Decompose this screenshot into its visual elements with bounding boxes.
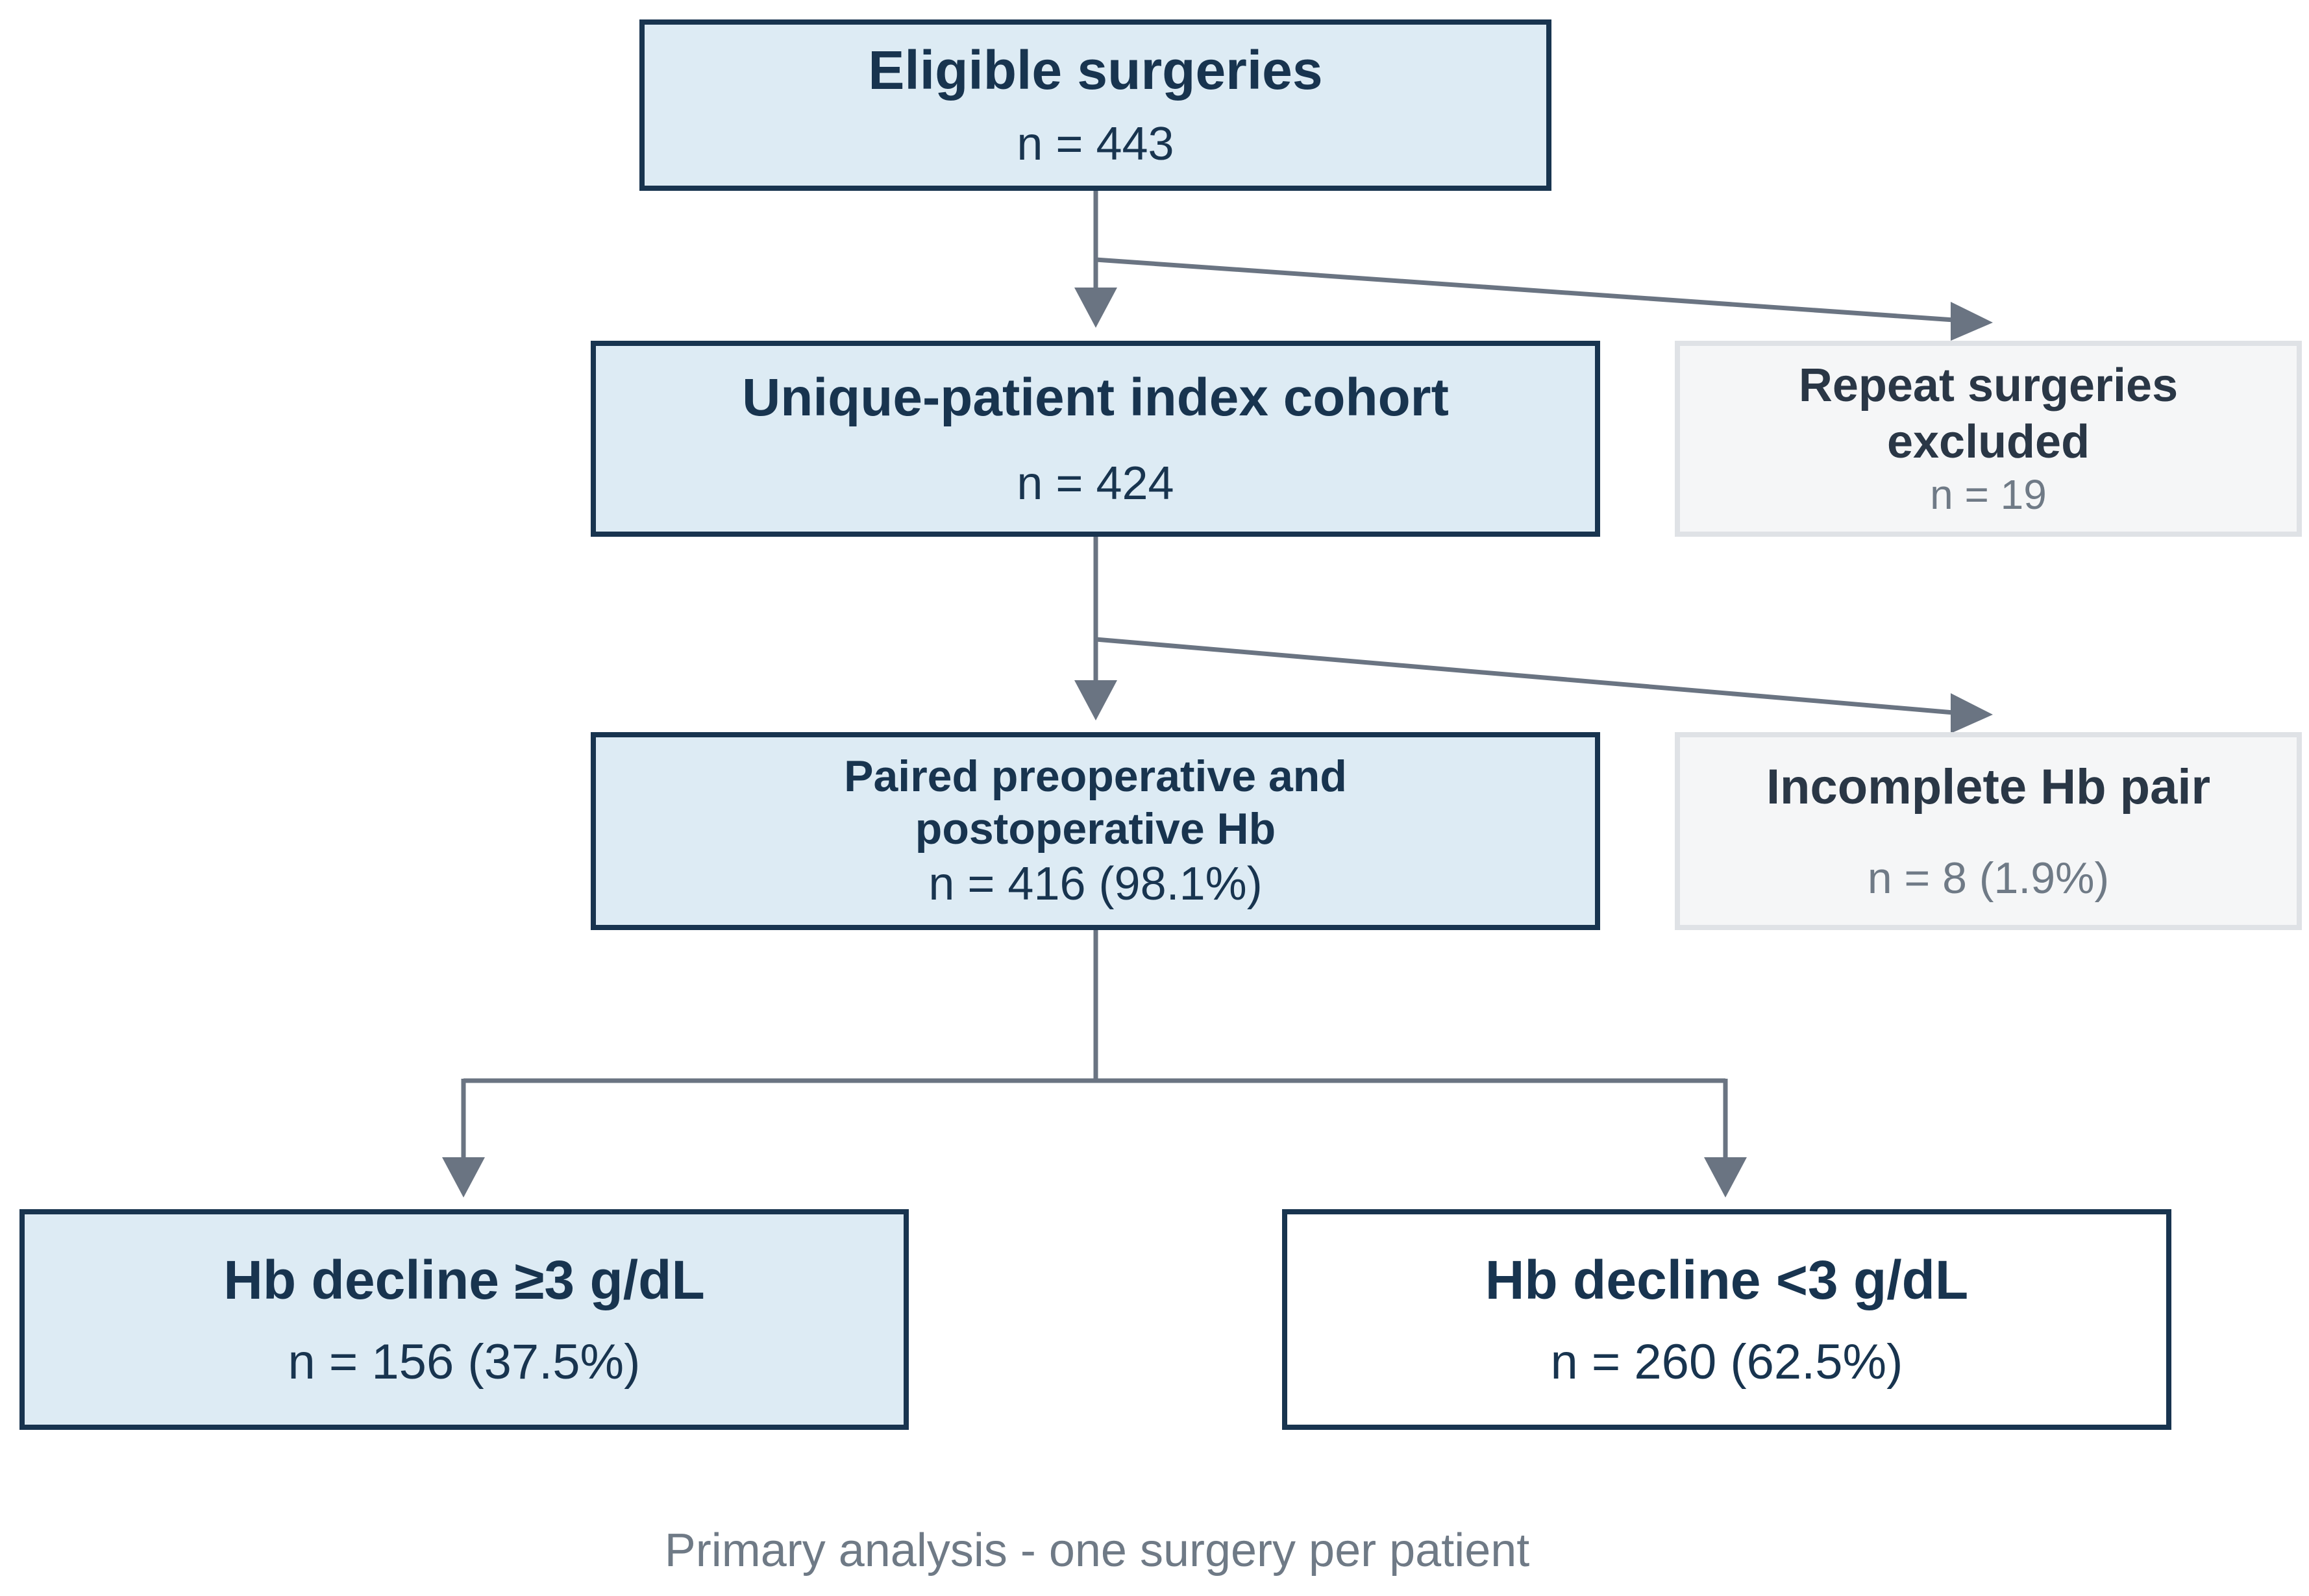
hb-decline-low-box: Hb decline <3 g/dL n = 260 (62.5%)	[1282, 1209, 2171, 1430]
incomplete-hb-pair-count: n = 8 (1.9%)	[1867, 853, 2110, 903]
unique-patient-cohort-title: Unique-patient index cohort	[742, 367, 1449, 427]
hb-decline-low-title: Hb decline <3 g/dL	[1485, 1249, 1969, 1310]
paired-hb-count: n = 416 (98.1%)	[928, 857, 1263, 910]
arrowhead-to-hb-high	[442, 1157, 485, 1197]
hb-decline-high-box: Hb decline ≥3 g/dL n = 156 (37.5%)	[19, 1209, 909, 1430]
incomplete-hb-pair-title: Incomplete Hb pair	[1766, 759, 2211, 815]
unique-patient-cohort-box: Unique-patient index cohort n = 424	[591, 341, 1600, 537]
hb-decline-high-title: Hb decline ≥3 g/dL	[223, 1249, 705, 1310]
diagram-caption: Primary analysis - one surgery per patie…	[664, 1525, 1530, 1577]
arrowhead-to-repeat	[1951, 302, 1993, 341]
arrowhead-to-paired	[1074, 680, 1117, 720]
arrowhead-to-incomplete	[1951, 693, 1993, 733]
unique-patient-cohort-count: n = 424	[1017, 458, 1174, 509]
paired-hb-title: Paired preoperative and postoperative Hb	[844, 751, 1347, 854]
eligible-surgeries-title: Eligible surgeries	[868, 40, 1323, 101]
repeat-surgeries-excluded-title: Repeat surgeries excluded	[1798, 360, 2179, 468]
paired-hb-box: Paired preoperative and postoperative Hb…	[591, 732, 1600, 930]
eligible-surgeries-count: n = 443	[1017, 118, 1174, 171]
repeat-surgeries-excluded-box: Repeat surgeries excluded n = 19	[1675, 341, 2302, 537]
connector-unique-to-incomplete	[1095, 637, 1955, 715]
repeat-surgeries-excluded-count: n = 19	[1930, 471, 2047, 518]
arrowhead-to-hb-low	[1704, 1157, 1747, 1197]
connector-eligible-to-repeat	[1095, 257, 1955, 323]
arrowhead-to-unique	[1074, 288, 1117, 328]
hb-decline-low-count: n = 260 (62.5%)	[1550, 1334, 1903, 1390]
incomplete-hb-pair-box: Incomplete Hb pair n = 8 (1.9%)	[1675, 732, 2302, 930]
eligible-surgeries-box: Eligible surgeries n = 443	[639, 19, 1551, 191]
hb-decline-high-count: n = 156 (37.5%)	[288, 1334, 641, 1390]
